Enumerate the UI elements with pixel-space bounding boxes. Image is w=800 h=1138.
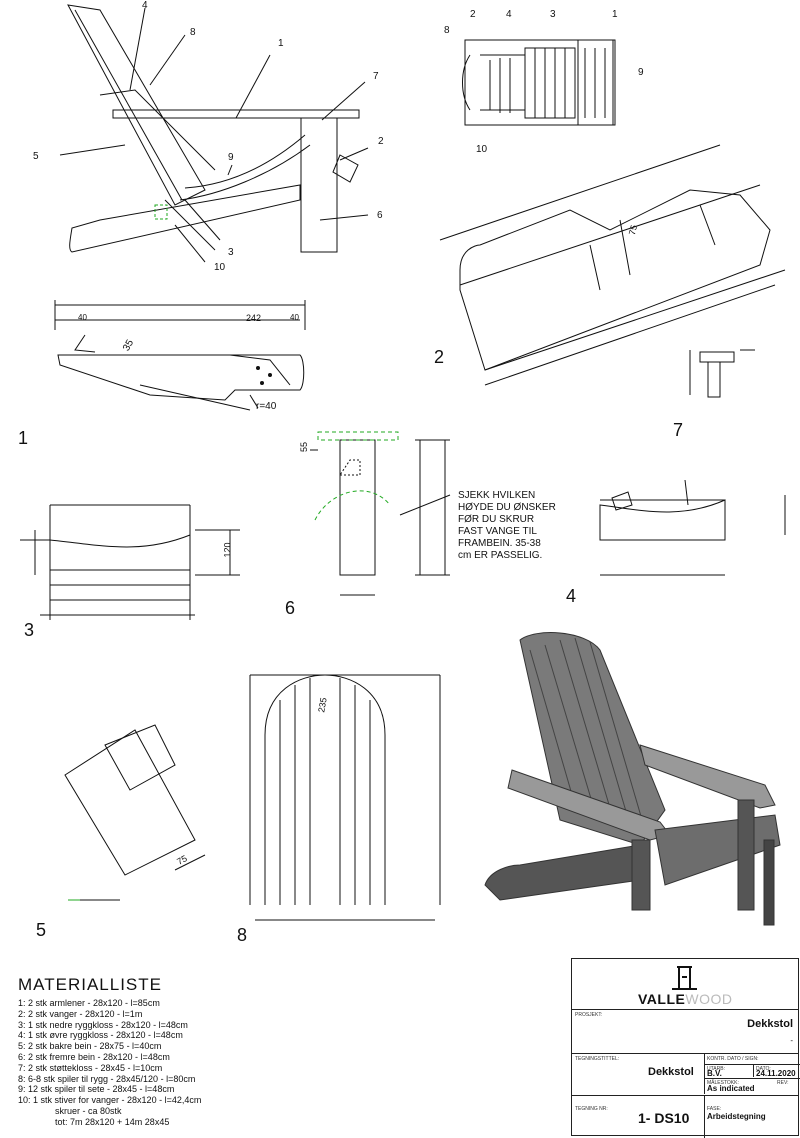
dim-242: 242: [246, 313, 262, 323]
list-item-total: tot: 7m 28x120 + 14m 28x45: [55, 1116, 170, 1127]
dim-v3-120: 120: [222, 542, 233, 558]
view-number-6: 6: [285, 598, 296, 618]
view-number-2: 2: [434, 347, 445, 367]
dim-v6-55: 55: [299, 441, 310, 453]
callout-4: 4: [142, 0, 148, 11]
tegningstittel-value: Dekkstol: [648, 1066, 694, 1078]
callout-7: 7: [373, 71, 379, 82]
view-2-plan: [462, 39, 616, 126]
tegningstittel-label: TEGNINGSTITTEL:: [575, 1056, 620, 1062]
view-2-side-rail: [439, 144, 786, 386]
view-number-4: 4: [566, 586, 577, 606]
callout-5: 5: [33, 151, 39, 162]
list-item: 5: 2 stk bakre bein - 28x75 - l=40cm: [18, 1041, 162, 1052]
malestokk-label: MÅLESTOKK:: [707, 1080, 739, 1086]
view-7-support-block: [689, 349, 755, 398]
dim-40-right: 40: [290, 313, 299, 322]
prosjekt-value: Dekkstol: [747, 1018, 793, 1030]
title-block: VALLEWOOD PROSJEKT: Dekkstol - TEGNINGST…: [571, 958, 800, 1138]
list-item: 3: 1 stk nedre ryggkloss - 28x120 - l=48…: [18, 1019, 188, 1030]
list-item-screws: skruer - ca 80stk: [55, 1105, 122, 1116]
dato-value: 24.11.2020: [756, 1069, 796, 1078]
view-number-5: 5: [36, 920, 47, 940]
callout-10: 10: [214, 262, 226, 273]
utarb-label: UTARB:: [707, 1066, 725, 1072]
note-line: FRAMBEIN. 35-38: [458, 538, 541, 549]
vallewood-logo-icon: [672, 966, 697, 990]
list-item: 10: 1 stk stiver for vanger - 28x120 - l…: [18, 1095, 202, 1106]
prosjekt-label: PROSJEKT:: [575, 1012, 603, 1018]
callout-plan-10: 10: [476, 144, 488, 155]
list-item: 9: 12 stk spiler til sete - 28x45 - l=48…: [18, 1084, 175, 1095]
dim-r40: r=40: [256, 401, 277, 412]
logo-main: VALLE: [638, 991, 686, 1007]
callout-plan-8: 8: [444, 25, 450, 36]
dato-label: DATO:: [756, 1066, 771, 1072]
fase-value: Arbeidstegning: [707, 1112, 766, 1121]
callout-plan-3: 3: [550, 9, 556, 20]
note-line: SJEKK HVILKEN: [458, 490, 536, 501]
view-6-front-leg: [310, 431, 451, 596]
note-line: FØR DU SKRUR: [458, 514, 535, 525]
utarb-value: B.V.: [707, 1069, 722, 1078]
3d-render-chair: [484, 632, 781, 926]
tegning-nr-value: 1- DS10: [638, 1110, 690, 1126]
view-number-3: 3: [24, 620, 35, 640]
fase-label: FASE:: [707, 1106, 722, 1112]
view-8-back-slats: [249, 674, 441, 921]
callout-6: 6: [377, 210, 383, 221]
callout-8: 8: [190, 27, 196, 38]
list-item: 6: 2 stk fremre bein - 28x120 - l=48cm: [18, 1051, 170, 1062]
rev-label: REV:: [777, 1080, 789, 1086]
list-item: 7: 2 stk støttekloss - 28x45 - l=10cm: [18, 1062, 163, 1073]
logo-faded: WOOD: [685, 991, 733, 1007]
list-item: 4: 1 stk øvre ryggkloss - 28x120 - l=48c…: [18, 1030, 183, 1041]
callout-plan-2: 2: [470, 9, 476, 20]
note-line: HØYDE DU ØNSKER: [458, 502, 556, 513]
list-item: 2: 2 stk vanger - 28x120 - l=1m: [18, 1008, 143, 1019]
callout-3: 3: [228, 247, 234, 258]
logo-wordmark: VALLEWOOD: [638, 991, 732, 1007]
kontr-label: KONTR. DATO / SIGN:: [707, 1056, 759, 1062]
material-list: 1: 2 stk armlener - 28x120 - l=85cm 2: 2…: [18, 998, 201, 1128]
dim-40-left: 40: [78, 313, 87, 322]
view-3-lower-back-block: [20, 504, 240, 620]
note-line: FAST VANGE TIL: [458, 526, 537, 537]
material-list-title: MATERIALLISTE: [18, 975, 162, 994]
view-4-upper-back-block: [599, 479, 786, 576]
tegning-nr-label: TEGNING NR:: [575, 1106, 608, 1112]
list-item: 1: 2 stk armlener - 28x120 - l=85cm: [18, 998, 160, 1008]
prosjekt-dash: -: [790, 1036, 793, 1045]
view-1-armrest-detail: [54, 300, 306, 411]
view-number-8: 8: [237, 925, 248, 945]
callout-plan-1: 1: [612, 9, 618, 20]
callout-plan-9: 9: [638, 67, 644, 78]
view-5-rear-leg: [64, 724, 206, 901]
malestokk-value: As indicated: [707, 1084, 755, 1093]
callout-9: 9: [228, 152, 234, 163]
list-item: 8: 6-8 stk spiler til rygg - 28x45/120 -…: [18, 1073, 196, 1084]
callout-1: 1: [278, 38, 284, 49]
view-number-7: 7: [673, 420, 684, 440]
view-1-side-elevation: [59, 4, 369, 263]
callout-plan-4: 4: [506, 9, 512, 20]
note-line: cm ER PASSELIG.: [458, 550, 543, 561]
height-note: SJEKK HVILKEN HØYDE DU ØNSKER FØR DU SKR…: [458, 490, 568, 562]
callout-2: 2: [378, 136, 384, 147]
view-number-1: 1: [18, 428, 29, 448]
